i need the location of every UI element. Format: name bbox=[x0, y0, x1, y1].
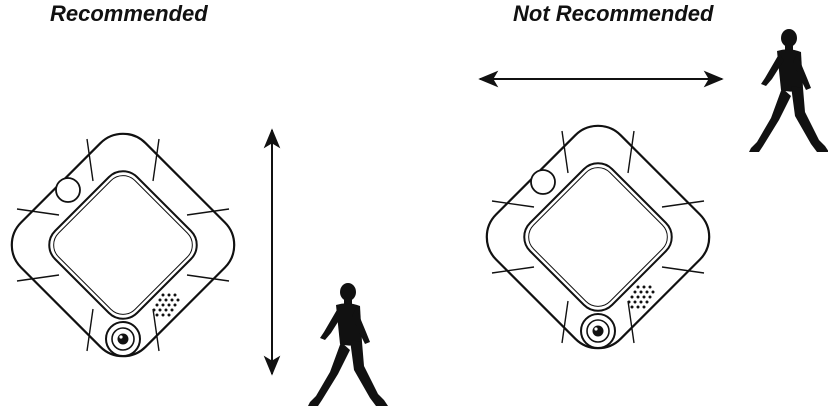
panel-title-recommended: Recommended bbox=[50, 1, 208, 26]
motion-sensor-device-icon bbox=[0, 119, 249, 371]
motion-sensor-device-icon bbox=[472, 111, 724, 363]
walking-person-icon bbox=[749, 29, 828, 152]
walking-person-icon bbox=[308, 283, 388, 406]
panel-title-not-recommended: Not Recommended bbox=[513, 1, 714, 26]
